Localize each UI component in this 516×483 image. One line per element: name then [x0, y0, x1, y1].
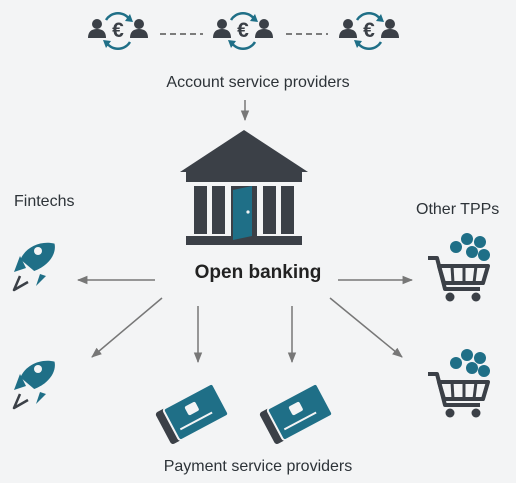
exchange-icon-3	[337, 11, 401, 51]
bank-building-icon	[180, 130, 308, 245]
account-service-providers-label: Account service providers	[166, 74, 350, 91]
payment-service-providers-label: Payment service providers	[163, 458, 353, 475]
arrow-to-fintech-2	[91, 297, 163, 358]
credit-card-icon-2	[257, 381, 335, 447]
rocket-icon-2	[12, 349, 62, 410]
open-banking-label: Open banking	[194, 262, 322, 283]
exchange-icon-2	[211, 11, 275, 51]
exchange-icon-1	[86, 11, 150, 51]
shopping-cart-icon-2	[426, 347, 492, 420]
fintechs-label: Fintechs	[14, 193, 75, 210]
other-tpps-label: Other TPPs	[416, 201, 500, 218]
arrow-to-tpp-2	[329, 297, 403, 358]
credit-card-icon-1	[153, 381, 231, 447]
